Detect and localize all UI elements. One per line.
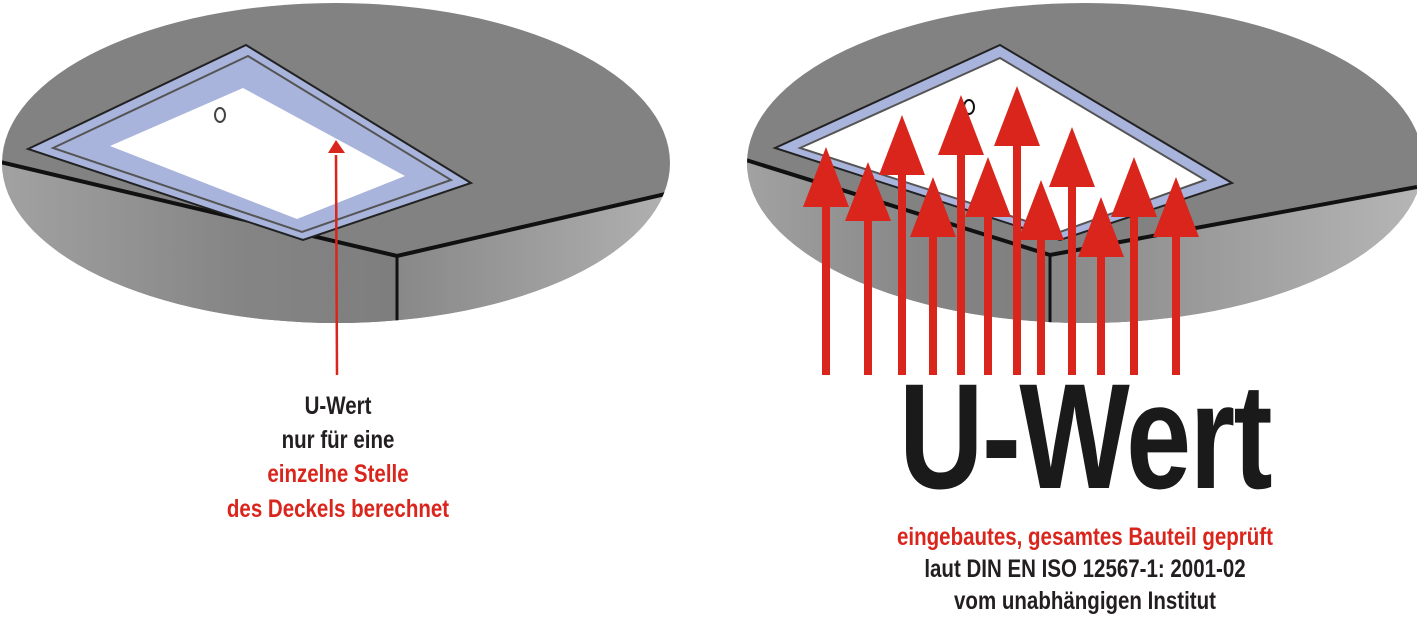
arrow-up-icon <box>845 162 891 375</box>
arrow-up-icon <box>938 95 984 375</box>
arrow-up-icon <box>803 147 849 375</box>
u-wert-headline: U-Wert <box>899 352 1273 520</box>
left-line-2: nur für eine <box>281 426 395 454</box>
left-line-4: des Deckels berechnet <box>226 495 450 523</box>
single-point-arrow <box>328 140 345 376</box>
arrow-up-icon <box>1049 127 1095 375</box>
arrow-up-icon <box>879 115 925 375</box>
right-line-1: eingebautes, gesamtes Bauteil geprüft <box>897 523 1273 551</box>
arrow-up-icon <box>1153 177 1199 375</box>
left-ceiling-scene <box>2 3 670 323</box>
arrow-up-icon <box>910 177 956 375</box>
arrow-up-icon <box>1111 157 1157 375</box>
left-line-1: U-Wert <box>304 392 372 420</box>
hinge-mark-icon <box>214 107 226 123</box>
arrow-up-icon <box>994 86 1040 375</box>
left-line-3: einzelne Stelle <box>267 460 409 488</box>
right-line-3: vom unabhängigen Institut <box>954 587 1216 615</box>
right-line-2: laut DIN EN ISO 12567-1: 2001-02 <box>924 555 1246 583</box>
arrow-up-icon <box>1018 180 1064 375</box>
arrow-up-icon <box>1078 197 1124 375</box>
hatch-frame <box>25 43 474 242</box>
heat-flow-arrows <box>803 86 1199 375</box>
arrow-up-icon <box>965 157 1011 375</box>
